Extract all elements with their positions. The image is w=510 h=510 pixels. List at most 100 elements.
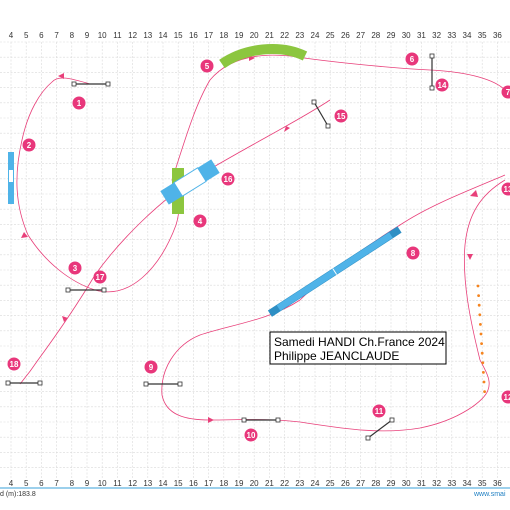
ruler-label-bottom: 15	[174, 479, 183, 488]
direction-arrows	[21, 55, 478, 423]
weave-pole	[477, 294, 480, 297]
badge-circle	[406, 246, 420, 260]
event-title: Samedi HANDI Ch.France 2024	[274, 335, 445, 349]
ruler-label-bottom: 22	[280, 479, 289, 488]
obstacle-badge-13: 13	[501, 182, 510, 196]
badge-circle	[501, 85, 510, 99]
weave-pole	[478, 313, 482, 317]
obstacle-badge-1: 1	[72, 96, 86, 110]
badge-number: 4	[198, 217, 203, 226]
weave-pole	[480, 342, 483, 345]
ruler-label-bottom: 31	[417, 479, 426, 488]
ruler-label-top: 19	[235, 31, 244, 40]
ruler-label-bottom: 6	[39, 479, 44, 488]
ruler-label-top: 7	[54, 31, 59, 40]
ruler-label-bottom: 17	[204, 479, 213, 488]
badge-circle	[200, 59, 214, 73]
badge-number: 18	[10, 360, 19, 369]
ruler-label-top: 18	[219, 31, 228, 40]
ruler-label-bottom: 19	[235, 479, 244, 488]
ruler-label-bottom: 16	[189, 479, 198, 488]
judge-name: Philippe JEANCLAUDE	[274, 349, 399, 363]
weave-pole	[482, 380, 486, 384]
ruler-label-bottom: 34	[463, 479, 472, 488]
ruler-label-bottom: 23	[295, 479, 304, 488]
ruler-label-bottom: 26	[341, 479, 350, 488]
badge-number: 13	[504, 185, 510, 194]
badge-number: 3	[73, 264, 78, 273]
ruler-label-bottom: 28	[371, 479, 380, 488]
badge-circle	[22, 138, 36, 152]
weave-pole	[479, 332, 483, 336]
footer-distance: d (m):183.8	[0, 491, 36, 498]
ruler-label-top: 26	[341, 31, 350, 40]
ruler-label-top: 23	[295, 31, 304, 40]
ruler-label-bottom: 20	[250, 479, 259, 488]
ruler-label-bottom: 4	[9, 479, 14, 488]
obstacle-badge-18: 18	[7, 357, 21, 371]
tunnel-obstacle	[219, 44, 308, 69]
footer-link[interactable]: www.smai	[473, 491, 506, 498]
ruler-label-bottom: 10	[98, 479, 107, 488]
badge-circle	[93, 270, 107, 284]
course-path	[16, 54, 506, 293]
ruler-label-bottom: 29	[387, 479, 396, 488]
ruler-label-bottom: 27	[356, 479, 365, 488]
ruler-label-bottom: 14	[159, 479, 168, 488]
weave-pole	[482, 371, 485, 374]
obstacle-badge-4: 4	[193, 214, 207, 228]
ruler-label-top: 28	[371, 31, 380, 40]
obstacle-badge-9: 9	[144, 360, 158, 374]
ruler-label-top: 10	[98, 31, 107, 40]
obstacle-badges: 123456789101112131415161718	[7, 52, 510, 442]
ruler-label-top: 8	[70, 31, 75, 40]
obstacle-badge-11: 11	[372, 404, 386, 418]
ruler-label-top: 22	[280, 31, 289, 40]
ruler-label-top: 27	[356, 31, 365, 40]
obstacle-badge-5: 5	[200, 59, 214, 73]
obstacle-badge-8: 8	[406, 246, 420, 260]
jump-bars	[8, 56, 433, 439]
ruler-label-top: 29	[387, 31, 396, 40]
weave-pole	[479, 323, 482, 326]
badge-circle	[501, 390, 510, 404]
ruler-label-bottom: 12	[128, 479, 137, 488]
badge-circle	[221, 172, 235, 186]
ruler-label-bottom: 5	[24, 479, 29, 488]
ruler-label-bottom: 32	[432, 479, 441, 488]
ruler-label-top: 31	[417, 31, 426, 40]
badge-number: 14	[438, 81, 447, 90]
badge-circle	[405, 52, 419, 66]
course-info-box: Samedi HANDI Ch.France 2024 Philippe JEA…	[269, 331, 447, 365]
ruler-label-bottom: 21	[265, 479, 274, 488]
badge-number: 8	[411, 249, 416, 258]
obstacle-badge-7: 7	[501, 85, 510, 99]
ruler-label-top: 11	[113, 31, 122, 40]
ruler-label-top: 12	[128, 31, 137, 40]
ruler-label-bottom: 7	[54, 479, 59, 488]
obstacle-badge-3: 3	[68, 261, 82, 275]
ruler-label-top: 5	[24, 31, 29, 40]
badge-number: 17	[96, 273, 105, 282]
ruler-label-top: 32	[432, 31, 441, 40]
ruler-label-top: 4	[9, 31, 14, 40]
ruler-label-bottom: 36	[493, 479, 502, 488]
ruler-label-top: 35	[478, 31, 487, 40]
weave-pole	[481, 361, 485, 365]
badge-number: 2	[27, 141, 32, 150]
weave-pole	[483, 390, 486, 393]
ruler-label-bottom: 24	[311, 479, 320, 488]
badge-circle	[372, 404, 386, 418]
ruler-label-top: 6	[39, 31, 44, 40]
badge-circle	[144, 360, 158, 374]
table-obstacle-2	[8, 152, 14, 204]
ruler-label-top: 33	[447, 31, 456, 40]
obstacle-badge-2: 2	[22, 138, 36, 152]
ruler-label-bottom: 25	[326, 479, 335, 488]
badge-number: 1	[77, 99, 82, 108]
ruler-label-bottom: 8	[70, 479, 75, 488]
badge-number: 15	[337, 112, 346, 121]
